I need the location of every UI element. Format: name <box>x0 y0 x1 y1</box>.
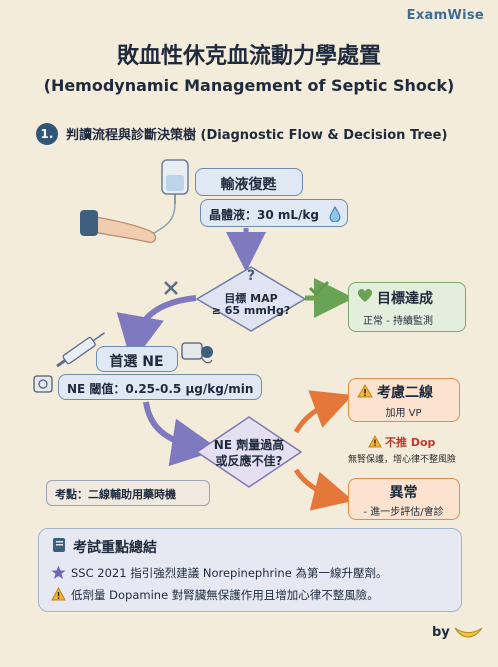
dop-warning-icon <box>368 435 382 448</box>
dop-warning-detail: 無腎保護，增心律不整風險 <box>348 455 457 465</box>
syringe-icon <box>56 332 106 368</box>
fluid-title-text: 輸液復甦 <box>220 177 277 193</box>
exam-point-text: 考點：二線輔助用藥時機 <box>55 488 176 501</box>
decision-ne-line1: NE 劑量過高 <box>213 438 285 452</box>
ne-title: 首選 NE <box>109 354 164 370</box>
abnormal-title: 異常 <box>389 485 418 501</box>
bp-monitor-icon <box>181 342 213 364</box>
decision-map-diamond <box>196 266 306 332</box>
ne-threshold-text: NE 閾值：0.25-0.5 µg/kg/min <box>67 382 254 396</box>
fluid-detail-box: 晶體液：30 mL/kg <box>200 199 348 227</box>
decision-map-line2: ≥ 65 mmHg? <box>211 304 291 317</box>
warning-icon <box>357 384 373 398</box>
target-achieved-box: 目標達成 正常 - 持續監測 <box>348 282 466 332</box>
ne-threshold-box: NE 閾值：0.25-0.5 µg/kg/min <box>58 374 262 400</box>
patient-arm-icon <box>80 210 157 243</box>
decision-ne-diamond <box>196 416 302 488</box>
page-title: 敗血性休克血流動力學處置 <box>116 44 381 69</box>
summary-panel: 考試重點總結 SSC 2021 指引強烈建議 Norepinephrine 為第… <box>38 528 462 612</box>
summary-item-1: SSC 2021 指引強烈建議 Norepinephrine 為第一線升壓劑。 <box>71 566 388 580</box>
notebook-icon <box>53 538 65 552</box>
exam-point-callout: 考點：二線輔助用藥時機 <box>46 480 210 506</box>
abnormal-detail: - 進一步評估/會診 <box>363 507 444 518</box>
section-title: 判讀流程與診斷決策樹 (Diagnostic Flow & Decision T… <box>66 128 448 143</box>
section-number: 1. <box>36 123 58 145</box>
heart-icon <box>357 289 373 302</box>
target-detail: 正常 - 持續監測 <box>363 316 433 327</box>
second-line-title: 考慮二線 <box>377 385 433 401</box>
cross-mark-icon <box>164 281 178 295</box>
page-subtitle: (Hemodynamic Management of Septic Shock) <box>43 76 455 95</box>
target-title: 目標達成 <box>377 291 433 307</box>
summary-warning-icon <box>51 587 66 601</box>
fluid-detail-text: 晶體液：30 mL/kg <box>209 208 319 222</box>
star-icon <box>51 565 66 579</box>
footer-by: by <box>432 625 450 640</box>
decision-ne-line2: 或反應不佳? <box>215 454 283 468</box>
check-mark-icon <box>308 280 330 297</box>
summary-item-2: 低劑量 Dopamine 對腎臟無保護作用且增加心律不整風險。 <box>71 588 379 602</box>
second-line-box: 考慮二線 加用 VP <box>348 378 460 422</box>
iv-bag-icon <box>149 159 189 237</box>
second-line-detail: 加用 VP <box>385 408 422 419</box>
abnormal-box: 異常 - 進一步評估/會診 <box>348 478 460 520</box>
dop-warning-title: 不推 Dop <box>385 436 436 449</box>
gauge-icon <box>33 375 53 393</box>
banana-logo-icon <box>454 627 483 638</box>
decision-map-line1: 目標 MAP <box>224 292 278 305</box>
question-mark-icon: ? <box>246 268 256 284</box>
water-drop-icon <box>329 206 341 222</box>
fluid-resuscitation-title: 輸液復甦 <box>195 168 303 196</box>
summary-title: 考試重點總結 <box>73 540 157 556</box>
brand-logo: ExamWise <box>406 8 484 23</box>
first-choice-ne-box: 首選 NE <box>96 346 178 372</box>
